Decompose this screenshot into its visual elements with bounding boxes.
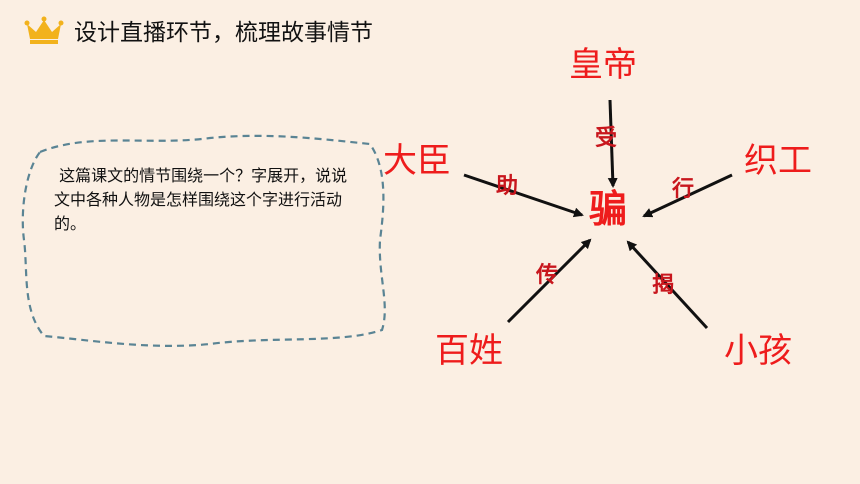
verb-people: 传 — [535, 263, 558, 288]
verb-emperor: 受 — [595, 125, 617, 151]
verb-weaver: 行 — [671, 176, 694, 202]
question-text: 这篇课文的情节围绕一个？字展开，说说文中各种人物是怎样围绕这个字进行活动的。 — [54, 166, 348, 233]
question-note: 这篇课文的情节围绕一个？字展开，说说文中各种人物是怎样围绕这个字进行活动的。 — [20, 130, 392, 354]
role-people: 百姓 — [435, 331, 503, 371]
role-weaver: 织工 — [744, 141, 812, 181]
arrow-minister — [463, 173, 584, 218]
arrow-people — [506, 238, 592, 324]
role-minister: 大臣 — [383, 141, 451, 181]
role-child: 小孩 — [724, 331, 792, 371]
dashed-cloud-border — [21, 134, 386, 347]
page-title: 设计直播环节，梳理故事情节 — [74, 20, 373, 46]
crown-icon — [24, 16, 64, 44]
arrow-weaver — [642, 173, 733, 218]
arrow-child — [626, 240, 709, 330]
header: 设计直播环节，梳理故事情节 — [24, 14, 373, 46]
center-word: 骗 — [589, 187, 627, 231]
verb-child: 揭 — [652, 272, 674, 298]
verb-minister: 助 — [496, 174, 518, 199]
role-emperor: 皇帝 — [569, 45, 637, 85]
arrow-emperor — [607, 99, 618, 188]
